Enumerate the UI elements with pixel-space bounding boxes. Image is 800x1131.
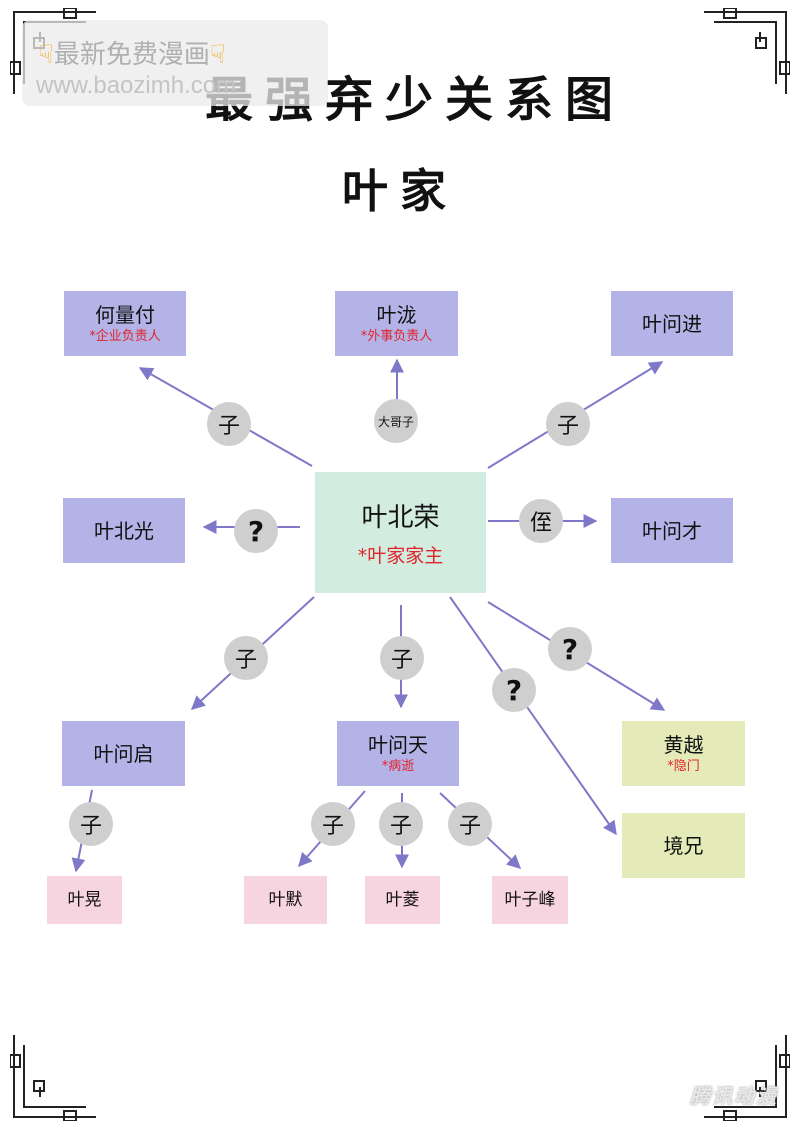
- relation-bubble-unknown: ?: [548, 627, 592, 671]
- page-subtitle: 叶家: [342, 164, 458, 218]
- node-ye-long: 叶泷 *外事负责人: [335, 291, 458, 356]
- node-ye-mo: 叶默: [244, 876, 327, 924]
- node-he-liangfu: 何量付 *企业负责人: [64, 291, 186, 356]
- node-name: 叶问天: [368, 732, 428, 757]
- watermark-url: www.baozimh.com: [36, 72, 237, 99]
- node-name: 叶北光: [94, 518, 154, 543]
- relation-bubble-nephew: 侄: [519, 499, 563, 543]
- node-note: *隐门: [667, 758, 700, 774]
- node-name: 叶默: [268, 890, 303, 910]
- node-jing-xiong: 境兄: [622, 813, 745, 878]
- node-note: *病逝: [381, 758, 415, 774]
- node-ye-huang: 叶晃: [47, 876, 122, 924]
- node-ye-wentian: 叶问天 *病逝: [337, 721, 459, 786]
- node-name: 叶子峰: [504, 890, 556, 910]
- relation-bubble-son: 子: [311, 802, 355, 846]
- node-name: 叶问进: [642, 311, 702, 336]
- relation-bubble-unknown: ?: [234, 509, 278, 553]
- node-name: 黄越: [663, 732, 704, 757]
- node-name: 何量付: [95, 302, 155, 327]
- relation-bubble-eldest-son: 大哥子: [374, 399, 418, 443]
- node-note: *叶家家主: [357, 544, 444, 567]
- node-ye-beirong-center: 叶北荣 *叶家家主: [315, 472, 486, 593]
- node-ye-wencai: 叶问才: [611, 498, 733, 563]
- node-ye-wenqi: 叶问启: [62, 721, 185, 786]
- node-name: 叶问启: [93, 741, 154, 766]
- pointing-hand-icon: ☟: [38, 40, 54, 70]
- node-name: 叶晃: [67, 890, 102, 910]
- node-ye-beiguang: 叶北光: [63, 498, 185, 563]
- node-note: *企业负责人: [89, 328, 161, 344]
- node-ye-wenjin: 叶问进: [611, 291, 733, 356]
- arrow-to-jing-xiong: [449, 596, 617, 836]
- node-note: *外事负责人: [360, 328, 433, 344]
- node-name: 叶北荣: [361, 502, 440, 533]
- relation-bubble-son: 子: [224, 636, 268, 680]
- corner-ornament-bottom-left: [9, 1031, 100, 1122]
- node-name: 叶泷: [376, 302, 417, 327]
- node-ye-ling: 叶菱: [365, 876, 440, 924]
- node-huang-yue: 黄越 *隐门: [622, 721, 745, 786]
- relation-bubble-son: 子: [207, 402, 251, 446]
- node-name: 叶菱: [385, 890, 420, 910]
- relation-bubble-unknown: ?: [492, 668, 536, 712]
- relation-bubble-son: 子: [448, 802, 492, 846]
- relation-bubble-son: 子: [379, 802, 423, 846]
- relation-bubble-son: 子: [546, 402, 590, 446]
- pointing-hand-icon: ☟: [209, 40, 226, 70]
- brand-watermark: 腾讯动漫: [690, 1084, 778, 1108]
- node-name: 叶问才: [642, 518, 702, 543]
- node-name: 境兄: [663, 833, 704, 858]
- relation-bubble-son: 子: [69, 802, 113, 846]
- watermark-banner: ☟最新免费漫画☟ www.baozimh.com: [22, 20, 328, 106]
- watermark-line1: ☟最新免费漫画☟: [38, 40, 226, 70]
- node-ye-zifeng: 叶子峰: [492, 876, 568, 924]
- relation-bubble-son: 子: [380, 636, 424, 680]
